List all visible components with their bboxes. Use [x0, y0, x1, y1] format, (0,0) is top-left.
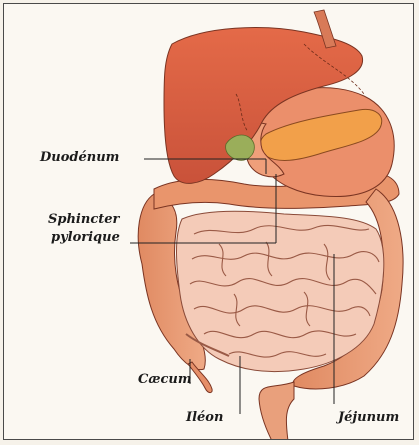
- label-sphincter-line2: pylorique: [51, 230, 120, 245]
- diagram-frame: Duodénum Sphincter pylorique Cæcum Iléon…: [3, 3, 414, 440]
- label-ileon: Iléon: [186, 410, 223, 425]
- label-duodenum: Duodénum: [40, 150, 119, 165]
- label-sphincter-line1: Sphincter: [48, 212, 119, 227]
- sigmoid-rectum: [259, 382, 294, 440]
- label-jejunum: Jéjunum: [338, 410, 399, 425]
- label-caecum: Cæcum: [138, 372, 192, 387]
